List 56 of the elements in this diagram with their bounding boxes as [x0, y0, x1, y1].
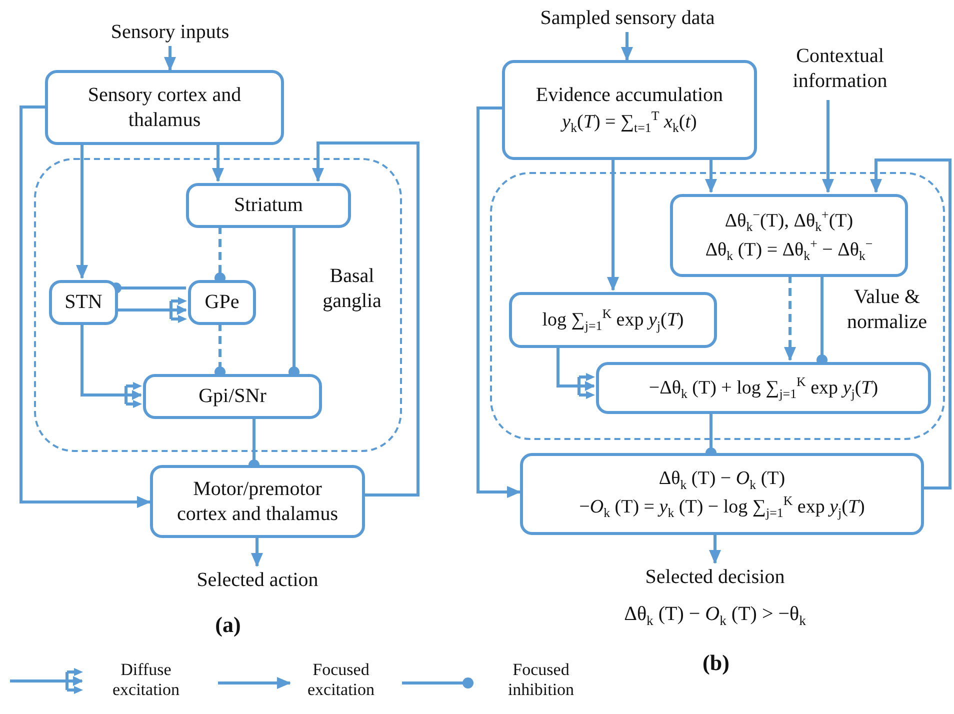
arrow	[709, 535, 721, 564]
process-box	[150, 465, 365, 538]
node-text: Sensory cortex and thalamus	[86, 82, 242, 132]
arrow	[556, 346, 596, 400]
panel-label: (b)	[702, 650, 730, 676]
region-label: Value & normalize	[846, 285, 928, 335]
formula-text: Δθ$_{k}$ (T) − O$_{k}$ (T)	[658, 466, 786, 493]
arrow	[312, 142, 420, 496]
process-box	[143, 374, 322, 419]
group-region	[34, 158, 402, 452]
arrow	[607, 160, 619, 291]
arrow	[80, 323, 144, 410]
arrow	[784, 275, 796, 361]
formula-text: log ∑$_{j=1}$$^{K}$ exp y$_{j}$(T)	[542, 306, 684, 334]
arrow	[870, 158, 952, 490]
process-box	[502, 60, 757, 160]
arrow	[822, 100, 834, 193]
process-box	[596, 362, 931, 414]
process-box	[49, 280, 118, 325]
arrow	[116, 296, 188, 324]
process-box	[509, 292, 717, 348]
legend-text: Focused inhibition	[506, 660, 576, 701]
region-label: Basal ganglia	[322, 264, 382, 314]
node-text: STN	[64, 290, 102, 315]
formula-text: Δθ$_{k}$$^{−}$(T), Δθ$_{k}$$^{+}$(T)	[724, 207, 854, 236]
node-text: Striatum	[234, 193, 303, 218]
arrow	[164, 46, 176, 71]
legend-text: Diffuse excitation	[111, 660, 181, 701]
node-text: Gpi/SNr	[198, 384, 266, 409]
process-box	[45, 70, 284, 145]
formula-text: −Δθ$_{k}$ (T) + log ∑$_{j=1}$$^{K}$ exp y$_{j}$(T)	[648, 374, 878, 402]
formula-text: y$_{k}$(T) = ∑$_{t=1}$$^{T}$ x$_{k}$(t)	[562, 108, 697, 137]
flow-label: Contextual information	[770, 38, 910, 100]
arrow	[20, 106, 151, 508]
process-box	[520, 453, 924, 535]
flow-label: Sampled sensory data	[515, 4, 740, 32]
arrow	[212, 145, 224, 182]
panel-label: (a)	[214, 612, 242, 638]
formula-text: −O$_{k}$ (T) = y$_{k}$ (T) − log ∑$_{j=1}$$^{K}$ exp y$_{j}$(T)	[579, 492, 865, 522]
arrow	[621, 32, 633, 61]
flow-label: Selected action	[170, 566, 345, 594]
legend-text: Focused excitation	[306, 660, 376, 701]
node-text: Evidence accumulation	[536, 83, 724, 108]
arrow	[251, 538, 263, 567]
group-region	[490, 172, 945, 440]
formula-text: Δθ$_{k}$ (T) − O$_{k}$ (T) > −θ$_{k}$	[623, 603, 807, 629]
process-box	[186, 183, 351, 228]
node-text: Motor/premotor cortex and thalamus	[176, 476, 340, 526]
process-box	[188, 280, 256, 325]
flow-label: Selected decision	[615, 563, 815, 591]
node-text: GPe	[204, 290, 240, 315]
arrow	[705, 160, 717, 193]
process-box	[670, 194, 908, 277]
arrow	[76, 145, 88, 279]
arrow	[476, 106, 521, 498]
flow-label: Sensory inputs	[95, 18, 245, 46]
